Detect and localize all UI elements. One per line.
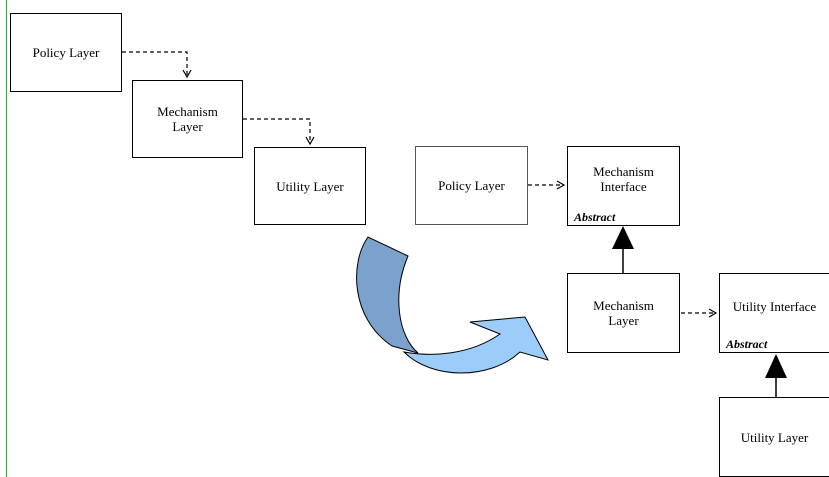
right-policy-layer-label: Policy Layer [438, 178, 505, 193]
left-utility-layer-box: Utility Layer [254, 147, 366, 225]
utility-interface-label: Utility Interface [732, 298, 817, 314]
mechanism-interface-box: Mechanism Interface Abstract [567, 146, 680, 226]
right-policy-layer-box: Policy Layer [415, 146, 528, 225]
left-mechanism-layer-label: Mechanism Layer [157, 104, 218, 134]
right-mechanism-layer-box: Mechanism Layer [567, 273, 680, 353]
dep-arrow-mechanism-to-utility [243, 118, 315, 146]
right-utility-layer-label: Utility Layer [740, 429, 809, 445]
left-utility-layer-label: Utility Layer [276, 178, 344, 194]
left-border-line [6, 0, 7, 477]
left-mechanism-layer-box: Mechanism Layer [132, 80, 243, 158]
left-policy-layer-label: Policy Layer [32, 45, 100, 60]
mechanism-interface-label: Mechanism Interface [593, 164, 654, 194]
inherit-triangle-util-interface [765, 354, 787, 378]
left-policy-layer-box: Policy Layer [10, 13, 122, 92]
inherit-triangle-mech-interface [612, 226, 634, 249]
transform-arrow-back [356, 236, 419, 354]
dep-arrow-policy-to-mechanism [122, 51, 192, 79]
transform-arrow-front [402, 316, 549, 374]
right-mechanism-layer-label: Mechanism Layer [593, 298, 654, 328]
utility-interface-box: Utility Interface Abstract [719, 273, 829, 353]
mechanism-interface-abstract-tag: Abstract [574, 210, 616, 224]
utility-interface-abstract-tag: Abstract [726, 337, 768, 351]
right-utility-layer-box: Utility Layer [719, 397, 829, 477]
